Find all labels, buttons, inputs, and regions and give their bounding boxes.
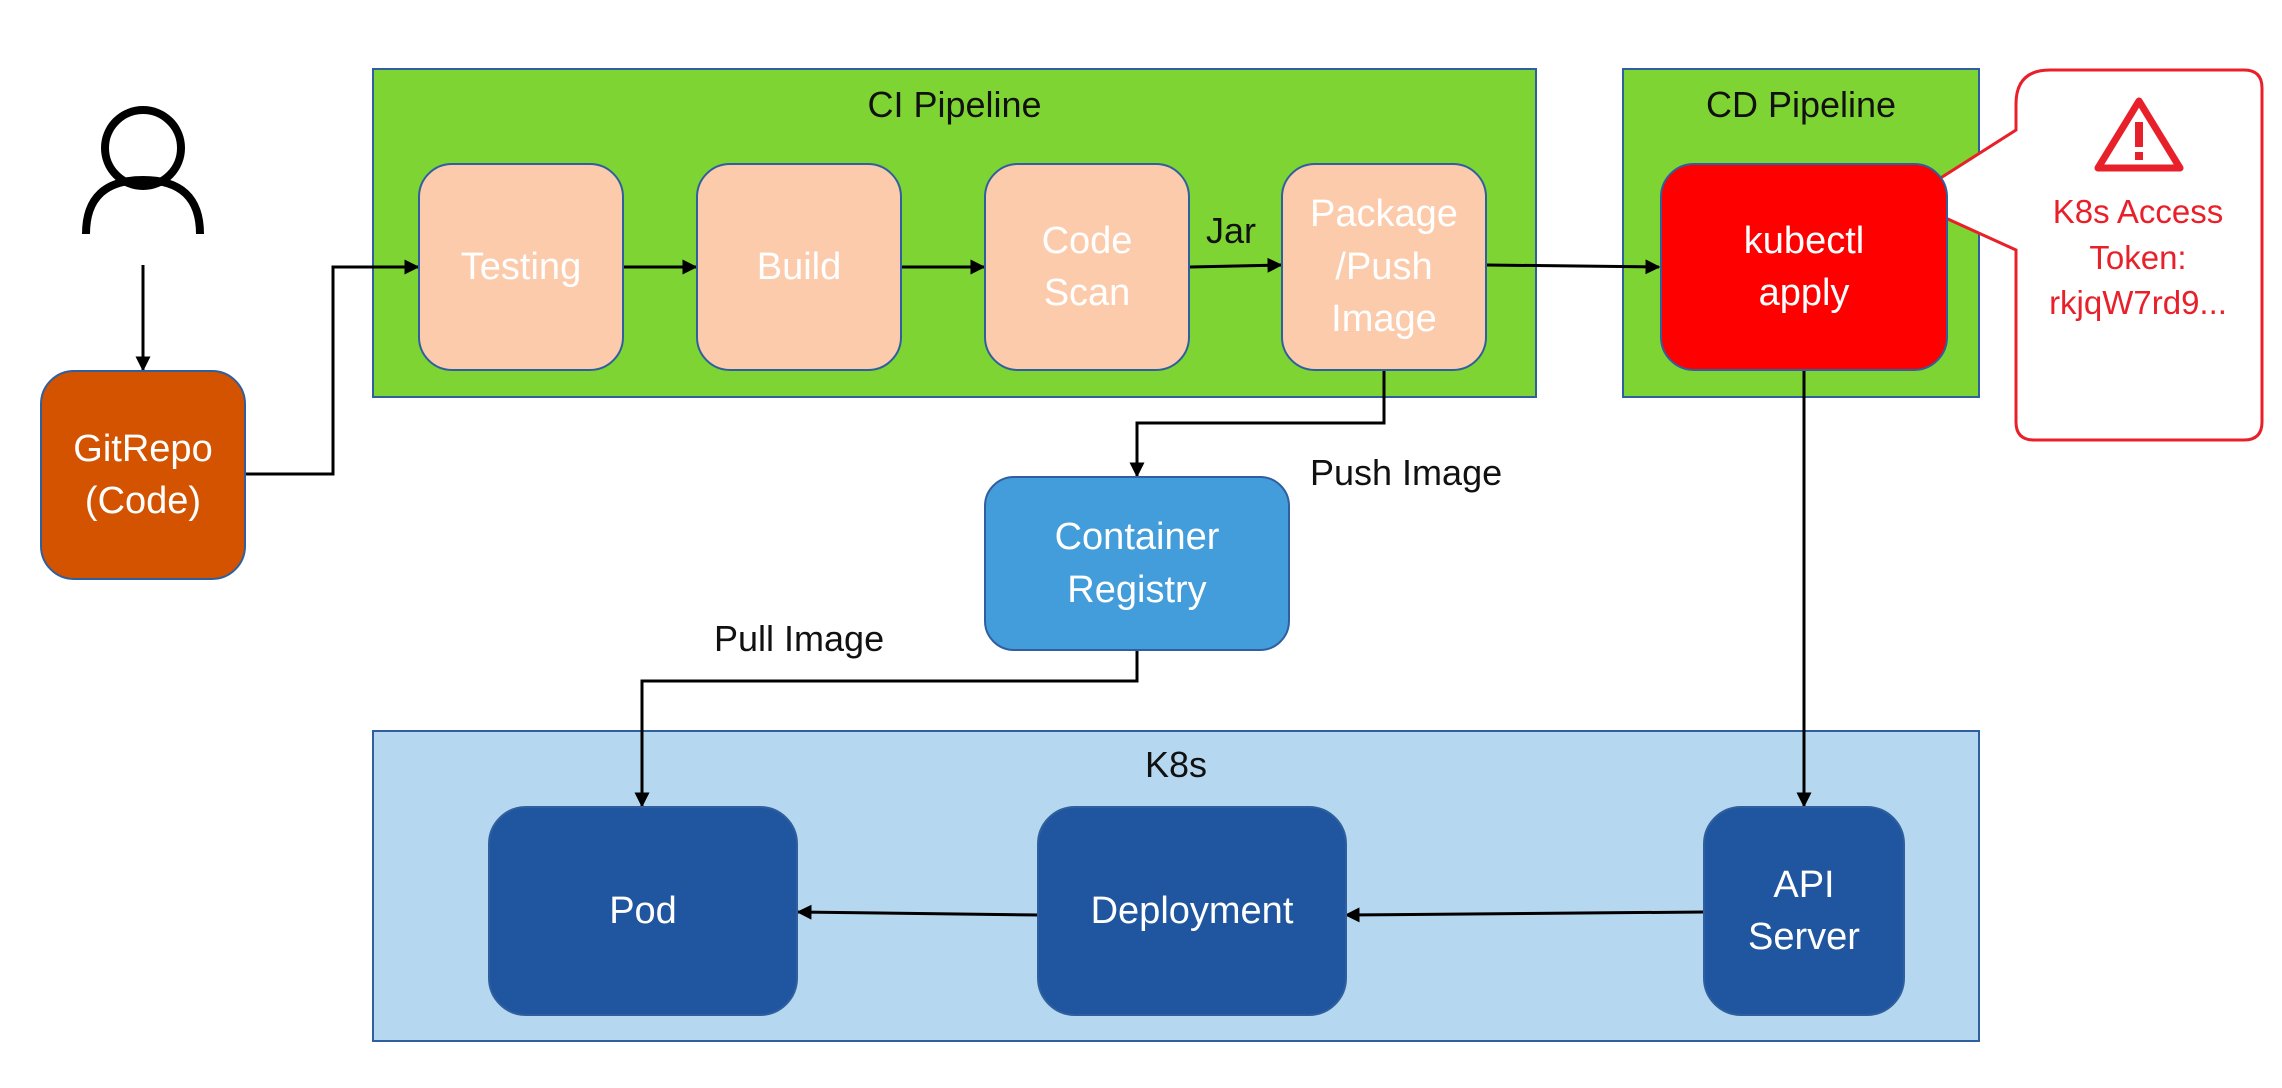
testing-stage: Testing xyxy=(418,163,624,371)
user-icon xyxy=(82,106,204,235)
arrow-deployment-to-pod xyxy=(796,904,1040,920)
package-label-line2: /Push xyxy=(1335,245,1433,288)
deployment-label: Deployment xyxy=(1090,889,1294,932)
gitrepo-label-line1: GitRepo xyxy=(73,427,213,470)
callout-token-value: rkjqW7rd9... xyxy=(2049,284,2227,322)
arrow-registry-to-pod xyxy=(634,651,1139,808)
package-push-image-stage: Package /Push Image xyxy=(1281,163,1487,371)
build-label: Build xyxy=(756,245,842,288)
pod-label: Pod xyxy=(609,889,677,932)
jar-edge-label: Jar xyxy=(1206,210,1257,251)
ci-pipeline-title: CI Pipeline xyxy=(867,84,1042,125)
code-scan-stage: Code Scan xyxy=(984,163,1190,371)
arrow-package-to-kubectl xyxy=(1486,259,1661,275)
arrow-gitrepo-to-testing xyxy=(246,259,420,476)
container-registry-node: Container Registry xyxy=(984,476,1290,651)
gitrepo-node: GitRepo (Code) xyxy=(40,370,246,580)
code-scan-label-line2: Scan xyxy=(1043,272,1131,314)
testing-label: Testing xyxy=(460,245,582,288)
package-label-line3: Image xyxy=(1331,298,1437,341)
callout-title: K8s Access xyxy=(2052,193,2224,230)
access-token-callout: K8s Access Token: rkjqW7rd9... xyxy=(2040,189,2236,326)
callout-token-label: Token: xyxy=(2089,238,2187,276)
cd-pipeline-title: CD Pipeline xyxy=(1705,84,1897,125)
kubectl-label-line1: kubectl xyxy=(1743,219,1865,262)
deployment-node: Deployment xyxy=(1037,806,1347,1016)
build-stage: Build xyxy=(696,163,902,371)
code-scan-label-line1: Code xyxy=(1041,219,1133,262)
warning-triangle-icon xyxy=(2094,97,2184,172)
kubectl-label-line2: apply xyxy=(1758,272,1850,314)
push-image-edge-label: Push Image xyxy=(1310,452,1503,493)
arrow-apiserver-to-deployment xyxy=(1344,907,1705,923)
api-server-label-line2: Server xyxy=(1748,916,1860,958)
registry-label-line2: Registry xyxy=(1067,568,1207,611)
package-label-line1: Package xyxy=(1310,193,1458,236)
registry-label-line1: Container xyxy=(1054,516,1220,559)
kubectl-apply-node: kubectl apply xyxy=(1660,163,1948,371)
arrow-codescan-to-package xyxy=(1189,257,1283,273)
gitrepo-label-line2: (Code) xyxy=(84,480,202,522)
arrow-package-to-registry xyxy=(1129,371,1386,478)
api-server-label-line1: API xyxy=(1773,863,1835,906)
api-server-node: API Server xyxy=(1703,806,1905,1016)
k8s-title: K8s xyxy=(1144,744,1208,785)
pull-image-edge-label: Pull Image xyxy=(714,618,885,659)
pod-node: Pod xyxy=(488,806,798,1016)
